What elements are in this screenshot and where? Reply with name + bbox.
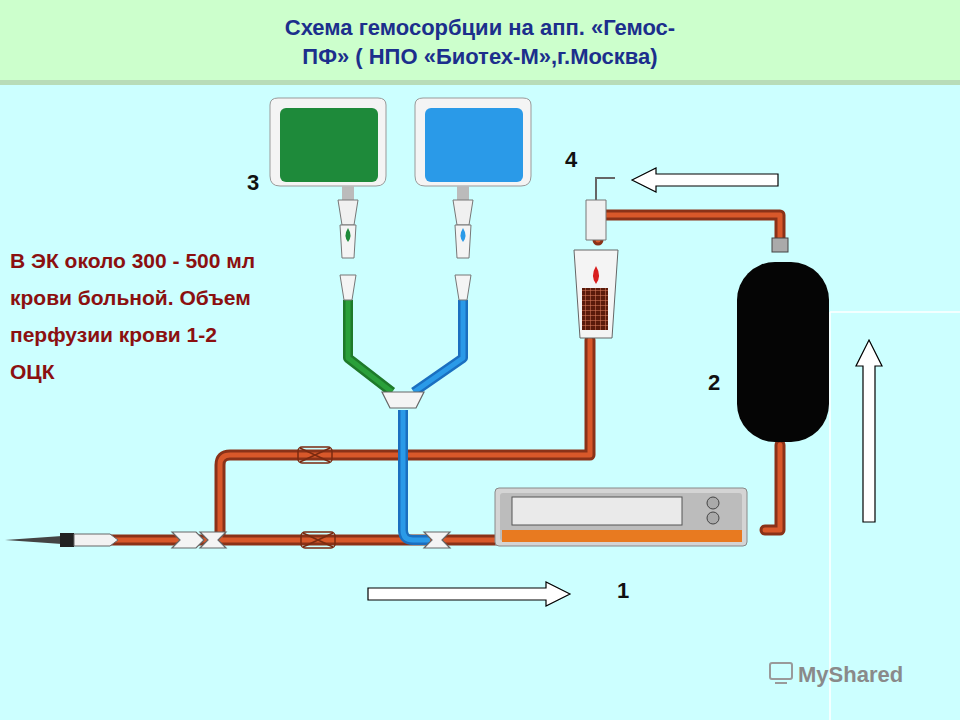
solution-bag <box>425 108 523 182</box>
diagram-title: Схема гемосорбции на апп. «Гемос-ПФ» ( Н… <box>160 13 800 71</box>
solution-bag <box>455 275 471 300</box>
callout-number: 1 <box>617 580 629 602</box>
solution-tube <box>403 300 463 540</box>
solution-bag <box>455 225 471 258</box>
sorption-column <box>737 238 829 442</box>
watermark-icon <box>775 682 787 684</box>
solution-tube <box>348 300 392 392</box>
callout-number: 3 <box>247 172 259 194</box>
watermark: MyShared <box>798 664 903 686</box>
needle <box>74 534 118 546</box>
tube-clamp <box>300 448 330 462</box>
callout-number: 2 <box>708 372 720 394</box>
watermark-icon <box>770 663 792 683</box>
drip-chamber <box>574 250 618 338</box>
tube-clamp <box>301 532 335 548</box>
tube-connector <box>200 532 226 548</box>
sorption-column <box>737 262 829 442</box>
solution-bag <box>342 186 354 200</box>
flow-arrow <box>856 340 882 522</box>
title-band <box>0 80 960 85</box>
drip-chamber <box>586 200 606 240</box>
title-band <box>0 0 960 84</box>
title-band <box>0 0 960 85</box>
sorption-column <box>772 238 788 252</box>
tube-clamp <box>298 447 332 463</box>
solution-bag <box>338 200 358 225</box>
solution-tube <box>348 300 392 392</box>
solution-bag <box>415 98 531 186</box>
solution-bag <box>340 275 356 300</box>
tube-clamp <box>298 447 335 548</box>
flow-arrow <box>368 582 570 606</box>
solution-bag <box>457 186 469 200</box>
needle <box>60 533 74 547</box>
blood-pump <box>495 488 747 546</box>
solution-bag <box>270 98 531 300</box>
solution-bag <box>461 228 466 242</box>
frame-line <box>830 312 960 720</box>
blood-pump <box>707 497 719 509</box>
drip-chamber <box>574 178 618 338</box>
note-text: В ЭК около 300 - 500 мл крови больной. О… <box>10 242 260 390</box>
drip-chamber <box>593 266 599 284</box>
tube-connector <box>172 532 204 548</box>
drip-chamber <box>582 288 608 330</box>
frame-line <box>830 312 960 720</box>
watermark-icon <box>770 663 792 679</box>
tube-connector <box>382 392 424 408</box>
solution-bag <box>453 200 473 225</box>
solution-bag <box>340 225 356 258</box>
tube-connector <box>172 392 450 548</box>
solution-bag <box>280 108 378 182</box>
tube-connector <box>424 532 450 548</box>
blood-pump <box>502 530 742 542</box>
blood-pump <box>707 512 719 524</box>
blood-pump <box>512 497 682 525</box>
solution-tube <box>348 300 463 540</box>
needle <box>5 533 118 547</box>
flow-arrow <box>632 168 778 192</box>
solution-bag <box>346 228 351 242</box>
callout-number: 4 <box>565 149 577 171</box>
needle <box>5 536 62 544</box>
blood-pump <box>500 493 742 541</box>
tube-clamp <box>303 533 333 547</box>
solution-bag <box>270 98 386 186</box>
solution-tube <box>403 300 463 540</box>
blood-pump <box>495 488 747 546</box>
